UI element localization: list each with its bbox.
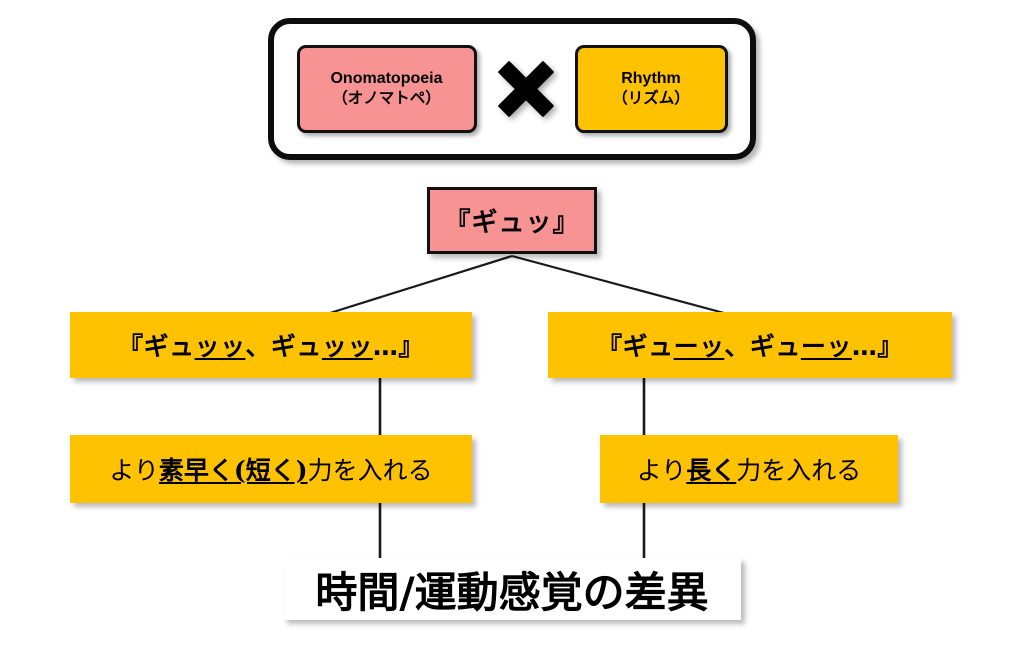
rhythm-long-middle: 、ギュ bbox=[724, 332, 801, 361]
effect-short-suffix: 力を入れる bbox=[307, 456, 433, 485]
effect-short-prefix: より bbox=[109, 456, 159, 485]
effect-short-emphasis: 素早く(短く) bbox=[158, 456, 308, 485]
rhythm-long-prefix: 『ギュ bbox=[597, 332, 674, 361]
node-conclusion: 時間/運動感覚の差異 bbox=[283, 558, 741, 620]
node-rhythm-short-label: 『ギュッッ、ギュッッ…』 bbox=[118, 327, 424, 363]
rhythm-short-emphasis-2: ッッ bbox=[321, 332, 373, 361]
node-effect-long[interactable]: より長く力を入れる bbox=[600, 435, 898, 503]
node-rhythm-long-label: 『ギューッ、ギューッ…』 bbox=[597, 327, 903, 363]
effect-long-emphasis: 長く bbox=[686, 456, 737, 485]
node-rhythm-short[interactable]: 『ギュッッ、ギュッッ…』 bbox=[70, 312, 472, 378]
card-onomatopoeia[interactable]: Onomatopoeia （オノマトペ） bbox=[296, 45, 477, 133]
connector-root-to-right bbox=[511, 254, 725, 315]
rhythm-long-suffix: …』 bbox=[851, 332, 903, 361]
card-rhythm-title-ja: （リズム） bbox=[612, 90, 690, 108]
card-onomatopoeia-title-ja: （オノマトペ） bbox=[332, 90, 441, 108]
rhythm-long-emphasis-1: ーッ bbox=[673, 332, 725, 361]
card-rhythm[interactable]: Rhythm （リズム） bbox=[574, 45, 728, 133]
multiplication-cross-icon bbox=[497, 60, 554, 118]
effect-long-suffix: 力を入れる bbox=[736, 456, 862, 485]
node-effect-short-label: より素早く(短く)力を入れる bbox=[109, 451, 432, 487]
node-conclusion-label: 時間/運動感覚の差異 bbox=[315, 567, 709, 617]
rhythm-long-emphasis-2: ーッ bbox=[800, 332, 852, 361]
rhythm-short-prefix: 『ギュ bbox=[118, 332, 195, 361]
header-container: Onomatopoeia （オノマトペ） Rhythm （リズム） bbox=[268, 18, 756, 160]
node-rhythm-long[interactable]: 『ギューッ、ギューッ…』 bbox=[548, 312, 952, 378]
card-onomatopoeia-title-en: Onomatopoeia bbox=[330, 69, 443, 87]
rhythm-short-suffix: …』 bbox=[372, 332, 424, 361]
connector-root-to-left bbox=[329, 254, 513, 315]
rhythm-short-emphasis-1: ッッ bbox=[194, 332, 246, 361]
card-rhythm-title-en: Rhythm bbox=[621, 69, 681, 87]
node-root-gyu[interactable]: 『ギュッ』 bbox=[427, 187, 597, 254]
node-effect-long-label: より長く力を入れる bbox=[637, 451, 862, 487]
node-root-gyu-label: 『ギュッ』 bbox=[444, 208, 580, 238]
effect-long-prefix: より bbox=[636, 456, 687, 485]
rhythm-short-middle: 、ギュ bbox=[245, 332, 322, 361]
node-effect-short[interactable]: より素早く(短く)力を入れる bbox=[70, 435, 472, 503]
